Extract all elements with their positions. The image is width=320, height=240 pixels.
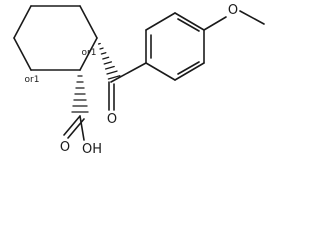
hashed-wedge-bond-ketone (97, 42, 121, 80)
acid-hydroxyl-label: OH (82, 142, 102, 157)
ketone-oxygen-label: O (107, 112, 117, 127)
ring-bond (79, 5, 98, 39)
benzene-ring (145, 12, 205, 81)
ring-bond (79, 37, 98, 71)
carboxyl-double-bond (63, 115, 81, 136)
ring-bond (145, 62, 176, 81)
molecule-drawing: O O O OH or1 or1 (13, 3, 265, 157)
carbonyl-aryl-bond (110, 62, 147, 83)
oxygen-methyl-bond (239, 10, 265, 25)
structure-diagram: O O O OH or1 or1 (13, 3, 265, 157)
stereo-label-bottom: or1 (25, 75, 40, 85)
ring-bond (174, 62, 205, 81)
aromatic-double-bond (177, 61, 200, 75)
carboxyl-oh-bond (79, 115, 85, 141)
aromatic-double-bond (177, 18, 200, 32)
aryl-oxygen-bond (203, 16, 227, 31)
cyclohexane-ring (13, 5, 98, 71)
carboxylic-acid-group (63, 115, 85, 141)
ring-bond (145, 12, 176, 31)
methoxy-group (203, 10, 265, 31)
ring-bond (13, 37, 32, 71)
methoxy-oxygen-label: O (228, 3, 238, 18)
ketone-group (108, 62, 147, 111)
ring-bond (13, 5, 32, 39)
acid-oxygen-label: O (60, 140, 70, 155)
stereo-label-top: or1 (82, 48, 97, 58)
hashed-wedge-bond-acid (71, 75, 89, 113)
ring-bond (174, 12, 205, 31)
